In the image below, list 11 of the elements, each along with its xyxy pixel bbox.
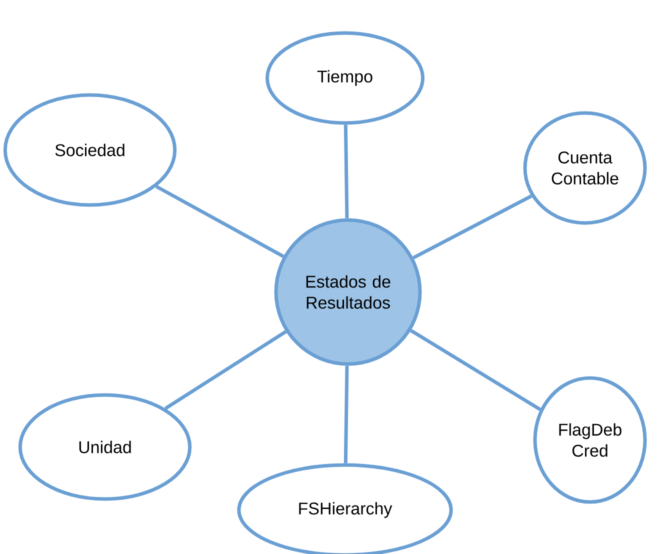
- connector-line: [344, 124, 349, 218]
- connector-line: [410, 328, 542, 412]
- connector-line: [164, 330, 287, 410]
- ellipse-node: Sociedad: [3, 93, 177, 207]
- connector-line: [412, 194, 532, 260]
- ellipse-node: Tiempo: [265, 31, 425, 125]
- ellipse-node: Cuenta Contable: [523, 111, 647, 225]
- connector-line: [155, 184, 284, 258]
- ellipse-node: Unidad: [18, 393, 192, 501]
- ellipse-node: FlagDeb Cred: [533, 376, 647, 504]
- connector-line: [344, 366, 349, 464]
